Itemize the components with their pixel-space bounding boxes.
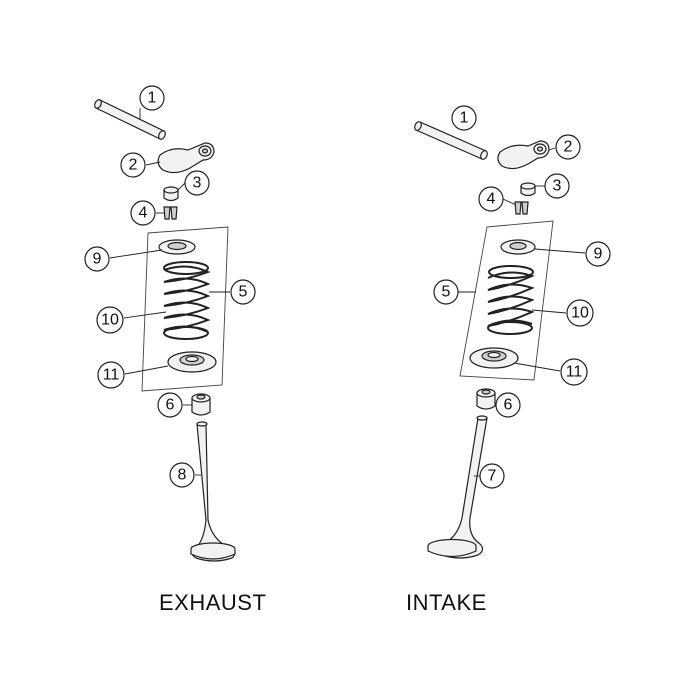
svg-text:2: 2 (564, 139, 573, 156)
svg-text:6: 6 (504, 397, 513, 414)
exhaust-valve (190, 421, 236, 562)
svg-text:5: 5 (239, 284, 248, 301)
intake-assembly: 1 2 3 4 9 5 10 11 (414, 105, 611, 559)
exhaust-callout-3: 3 (184, 170, 210, 196)
svg-text:1: 1 (148, 90, 157, 107)
intake-callout-5: 5 (433, 279, 459, 305)
intake-callout-2: 2 (555, 134, 581, 160)
exhaust-callout-10: 10 (96, 306, 124, 334)
intake-spring-seat (469, 347, 519, 369)
intake-valve-cap (520, 182, 536, 197)
svg-text:10: 10 (101, 312, 119, 329)
intake-callout-9: 9 (585, 241, 611, 267)
svg-text:1: 1 (460, 110, 469, 127)
svg-text:9: 9 (594, 246, 603, 263)
intake-callout-1: 1 (451, 105, 477, 131)
intake-callout-3: 3 (544, 173, 570, 199)
exhaust-label: EXHAUST (159, 590, 267, 615)
intake-stem-seal (476, 388, 496, 410)
exhaust-stem-seal (191, 393, 211, 416)
intake-callout-4: 4 (478, 186, 504, 212)
exhaust-valve-cap (163, 186, 179, 202)
intake-rocker-arm (497, 140, 550, 170)
svg-text:11: 11 (566, 364, 583, 381)
intake-rocker-shaft (414, 121, 488, 160)
svg-text:9: 9 (93, 251, 102, 268)
exhaust-callout-9: 9 (84, 246, 110, 272)
exhaust-rocker-shaft (94, 99, 166, 140)
intake-callout-10: 10 (566, 299, 594, 327)
exhaust-spring-seat (167, 351, 217, 373)
exhaust-valve-spring (163, 261, 211, 340)
svg-text:3: 3 (553, 178, 562, 195)
svg-text:7: 7 (488, 468, 497, 485)
intake-callout-6: 6 (495, 392, 521, 418)
exhaust-rocker-arm (157, 142, 215, 174)
intake-valve-spring (487, 265, 535, 335)
svg-text:10: 10 (571, 305, 589, 322)
exhaust-callout-1: 1 (139, 85, 165, 111)
intake-valve-keepers (514, 201, 529, 215)
svg-text:8: 8 (178, 467, 187, 484)
intake-spring-retainer (500, 239, 536, 255)
svg-text:3: 3 (193, 175, 202, 192)
exhaust-callout-2: 2 (120, 152, 146, 178)
exhaust-callout-4: 4 (130, 200, 156, 226)
svg-text:4: 4 (139, 205, 148, 222)
svg-text:6: 6 (166, 397, 175, 414)
intake-valve (427, 415, 488, 559)
intake-spring-group-frame (459, 220, 554, 381)
svg-text:5: 5 (442, 284, 451, 301)
exhaust-spring-retainer (158, 239, 196, 255)
svg-text:2: 2 (129, 157, 138, 174)
exhaust-callout-6: 6 (157, 392, 183, 418)
svg-text:11: 11 (103, 367, 120, 384)
exhaust-callout-8: 8 (169, 462, 195, 488)
exhaust-callout-5: 5 (230, 279, 256, 305)
exhaust-callout-11: 11 (97, 361, 125, 389)
intake-callout-7: 7 (479, 463, 505, 489)
exhaust-assembly: 1 2 3 4 9 5 10 11 (84, 85, 256, 562)
intake-callout-11: 11 (560, 358, 588, 386)
svg-text:4: 4 (487, 191, 496, 208)
exhaust-valve-keepers (163, 206, 178, 220)
exhaust-spring-group-frame (141, 226, 229, 392)
intake-label: INTAKE (406, 590, 487, 615)
